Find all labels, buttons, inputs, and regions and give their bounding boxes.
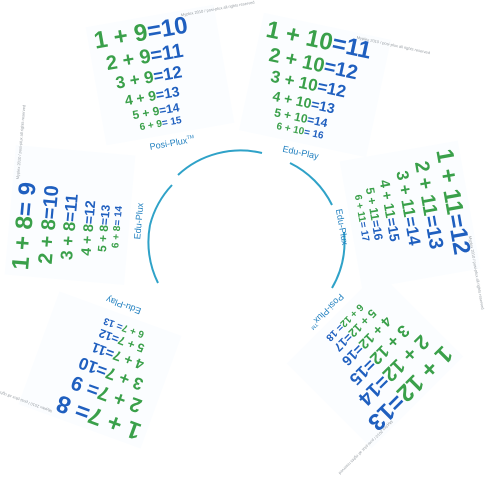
equation-sum: = 14 — [112, 205, 125, 227]
equation-addends: 5 + 8 — [94, 224, 112, 253]
fan-11: Myplex 2010 / posi-plux all rights reser… — [334, 140, 485, 310]
ring-arc-right — [331, 231, 346, 289]
equation-sum: = 15 — [161, 115, 183, 130]
equation-sum: =13 — [97, 204, 114, 226]
equation-addends: 4 + 8 — [77, 223, 97, 257]
fan-9: Myplex 2010 / posi-plux all rights reser… — [85, 0, 255, 152]
equation-addends: 6 + 8 — [110, 225, 124, 249]
fan-8: Myplex 2010 / posi-plux all rights reser… — [4, 105, 145, 285]
equation-addends: 3 + 8 — [57, 220, 80, 261]
trademark-mark: TM — [186, 134, 195, 142]
ring-arc-top-right — [289, 162, 333, 206]
equation-sum: =10 — [38, 184, 64, 221]
equation-sum: =11 — [60, 193, 82, 223]
ring-arc-top-left — [149, 184, 173, 226]
ring-arc-left — [147, 224, 159, 284]
equation-sum: =10 — [145, 11, 190, 46]
equation-addends: 6 + 9 — [138, 118, 164, 134]
ring-arc-top — [177, 149, 263, 176]
equation-sum: =12 — [80, 199, 99, 225]
equation-sum: = 9 — [11, 180, 42, 218]
equation-sum: =12 — [441, 211, 476, 257]
equation-row: 6 + 8= 14 — [110, 205, 125, 249]
equation-sum: =12 — [151, 62, 184, 87]
